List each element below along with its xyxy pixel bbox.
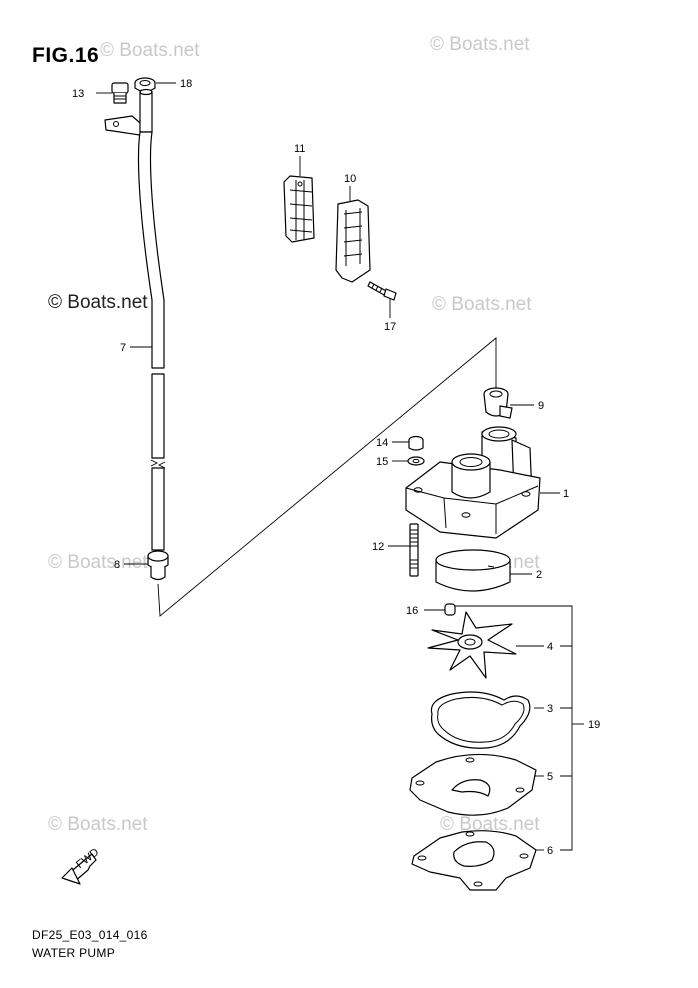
callout-11: 11: [294, 143, 305, 155]
grommet-8[interactable]: [147, 550, 169, 581]
callout-9: 9: [538, 400, 544, 412]
callout-2: 2: [536, 569, 542, 581]
washer-15[interactable]: [407, 456, 425, 466]
callout-1: 1: [563, 488, 569, 500]
callout-12: 12: [372, 541, 384, 553]
watermark: © Boats.net: [430, 34, 530, 55]
plate-5[interactable]: [409, 753, 537, 816]
callout-18: 18: [180, 78, 192, 90]
callout-8: 8: [114, 559, 120, 571]
gasket-3[interactable]: [430, 691, 531, 749]
callout-4: 4: [547, 641, 553, 653]
watermark: © Boats.net: [100, 40, 200, 61]
water-tube-7[interactable]: [104, 88, 166, 551]
figure-title: FIG.16: [32, 44, 100, 67]
callout-16: 16: [406, 605, 418, 617]
cover-11[interactable]: [283, 175, 315, 243]
callout-6: 6: [547, 845, 553, 857]
bolt-13[interactable]: [111, 82, 129, 104]
callout-15: 15: [376, 456, 388, 468]
nut-14[interactable]: [408, 435, 424, 451]
screw-17[interactable]: [367, 281, 397, 301]
impeller-4[interactable]: [427, 611, 517, 679]
fwd-arrow-icon: FWD: [61, 846, 101, 885]
grommet-9[interactable]: [483, 387, 513, 419]
callout-19: 19: [588, 719, 600, 731]
diagram-code: DF25_E03_014_016: [32, 928, 148, 942]
assembly-guide-line: [157, 337, 497, 617]
watermark: © Boats.net: [48, 814, 148, 835]
gasket-plate-6[interactable]: [411, 830, 537, 891]
diagram-name: WATER PUMP: [32, 946, 115, 960]
insert-liner-2[interactable]: [435, 549, 511, 592]
callout-14: 14: [376, 437, 388, 449]
watermark: © Boats.net: [432, 294, 532, 315]
callout-5: 5: [547, 771, 553, 783]
watermark: © Boats.net: [48, 552, 148, 573]
pump-case-1[interactable]: [405, 426, 541, 539]
watermark: © Boats.net: [440, 814, 540, 835]
callout-10: 10: [344, 173, 356, 185]
callout-7: 7: [120, 342, 126, 354]
key-16[interactable]: [444, 603, 456, 616]
cover-10[interactable]: [335, 199, 371, 283]
watermark: © Boats.net: [48, 292, 148, 313]
stud-bolt-12[interactable]: [409, 523, 419, 577]
callout-17: 17: [384, 321, 396, 333]
callout-13: 13: [72, 88, 84, 100]
callout-3: 3: [547, 703, 553, 715]
